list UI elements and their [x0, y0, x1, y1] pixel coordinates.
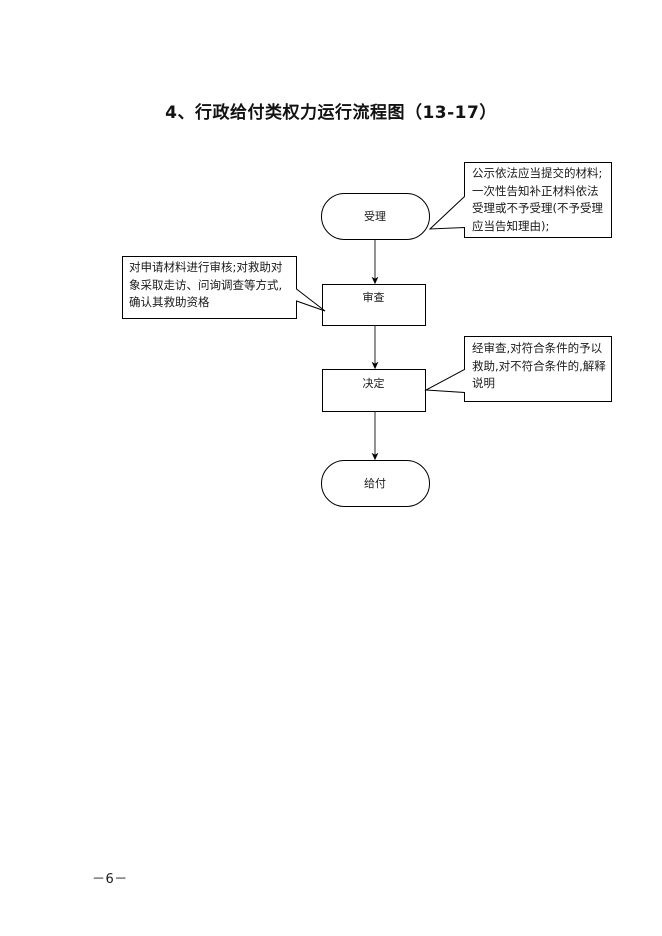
node-decide-label: 决定 — [362, 377, 385, 390]
page-number: －6－ — [92, 872, 128, 887]
node-decide-shape — [322, 369, 426, 412]
node-review-label: 审查 — [362, 291, 385, 304]
note-accept-text: 公示依法应当提交的材料;一次性告知补正材料依法受理或不予受理(不予受理应当告知理… — [472, 166, 603, 233]
note-review-text: 对申请材料进行审核;对救助对象采取走访、问询调查等方式,确认其救助资格 — [129, 260, 283, 309]
page-title: 4、行政给付类权力运行流程图（13-17） — [165, 103, 497, 123]
node-accept-label: 受理 — [364, 210, 386, 223]
note-decide-text: 经审查,对符合条件的予以救助,对不符合条件的,解释说明 — [472, 341, 606, 390]
node-payment-label: 给付 — [364, 477, 386, 490]
